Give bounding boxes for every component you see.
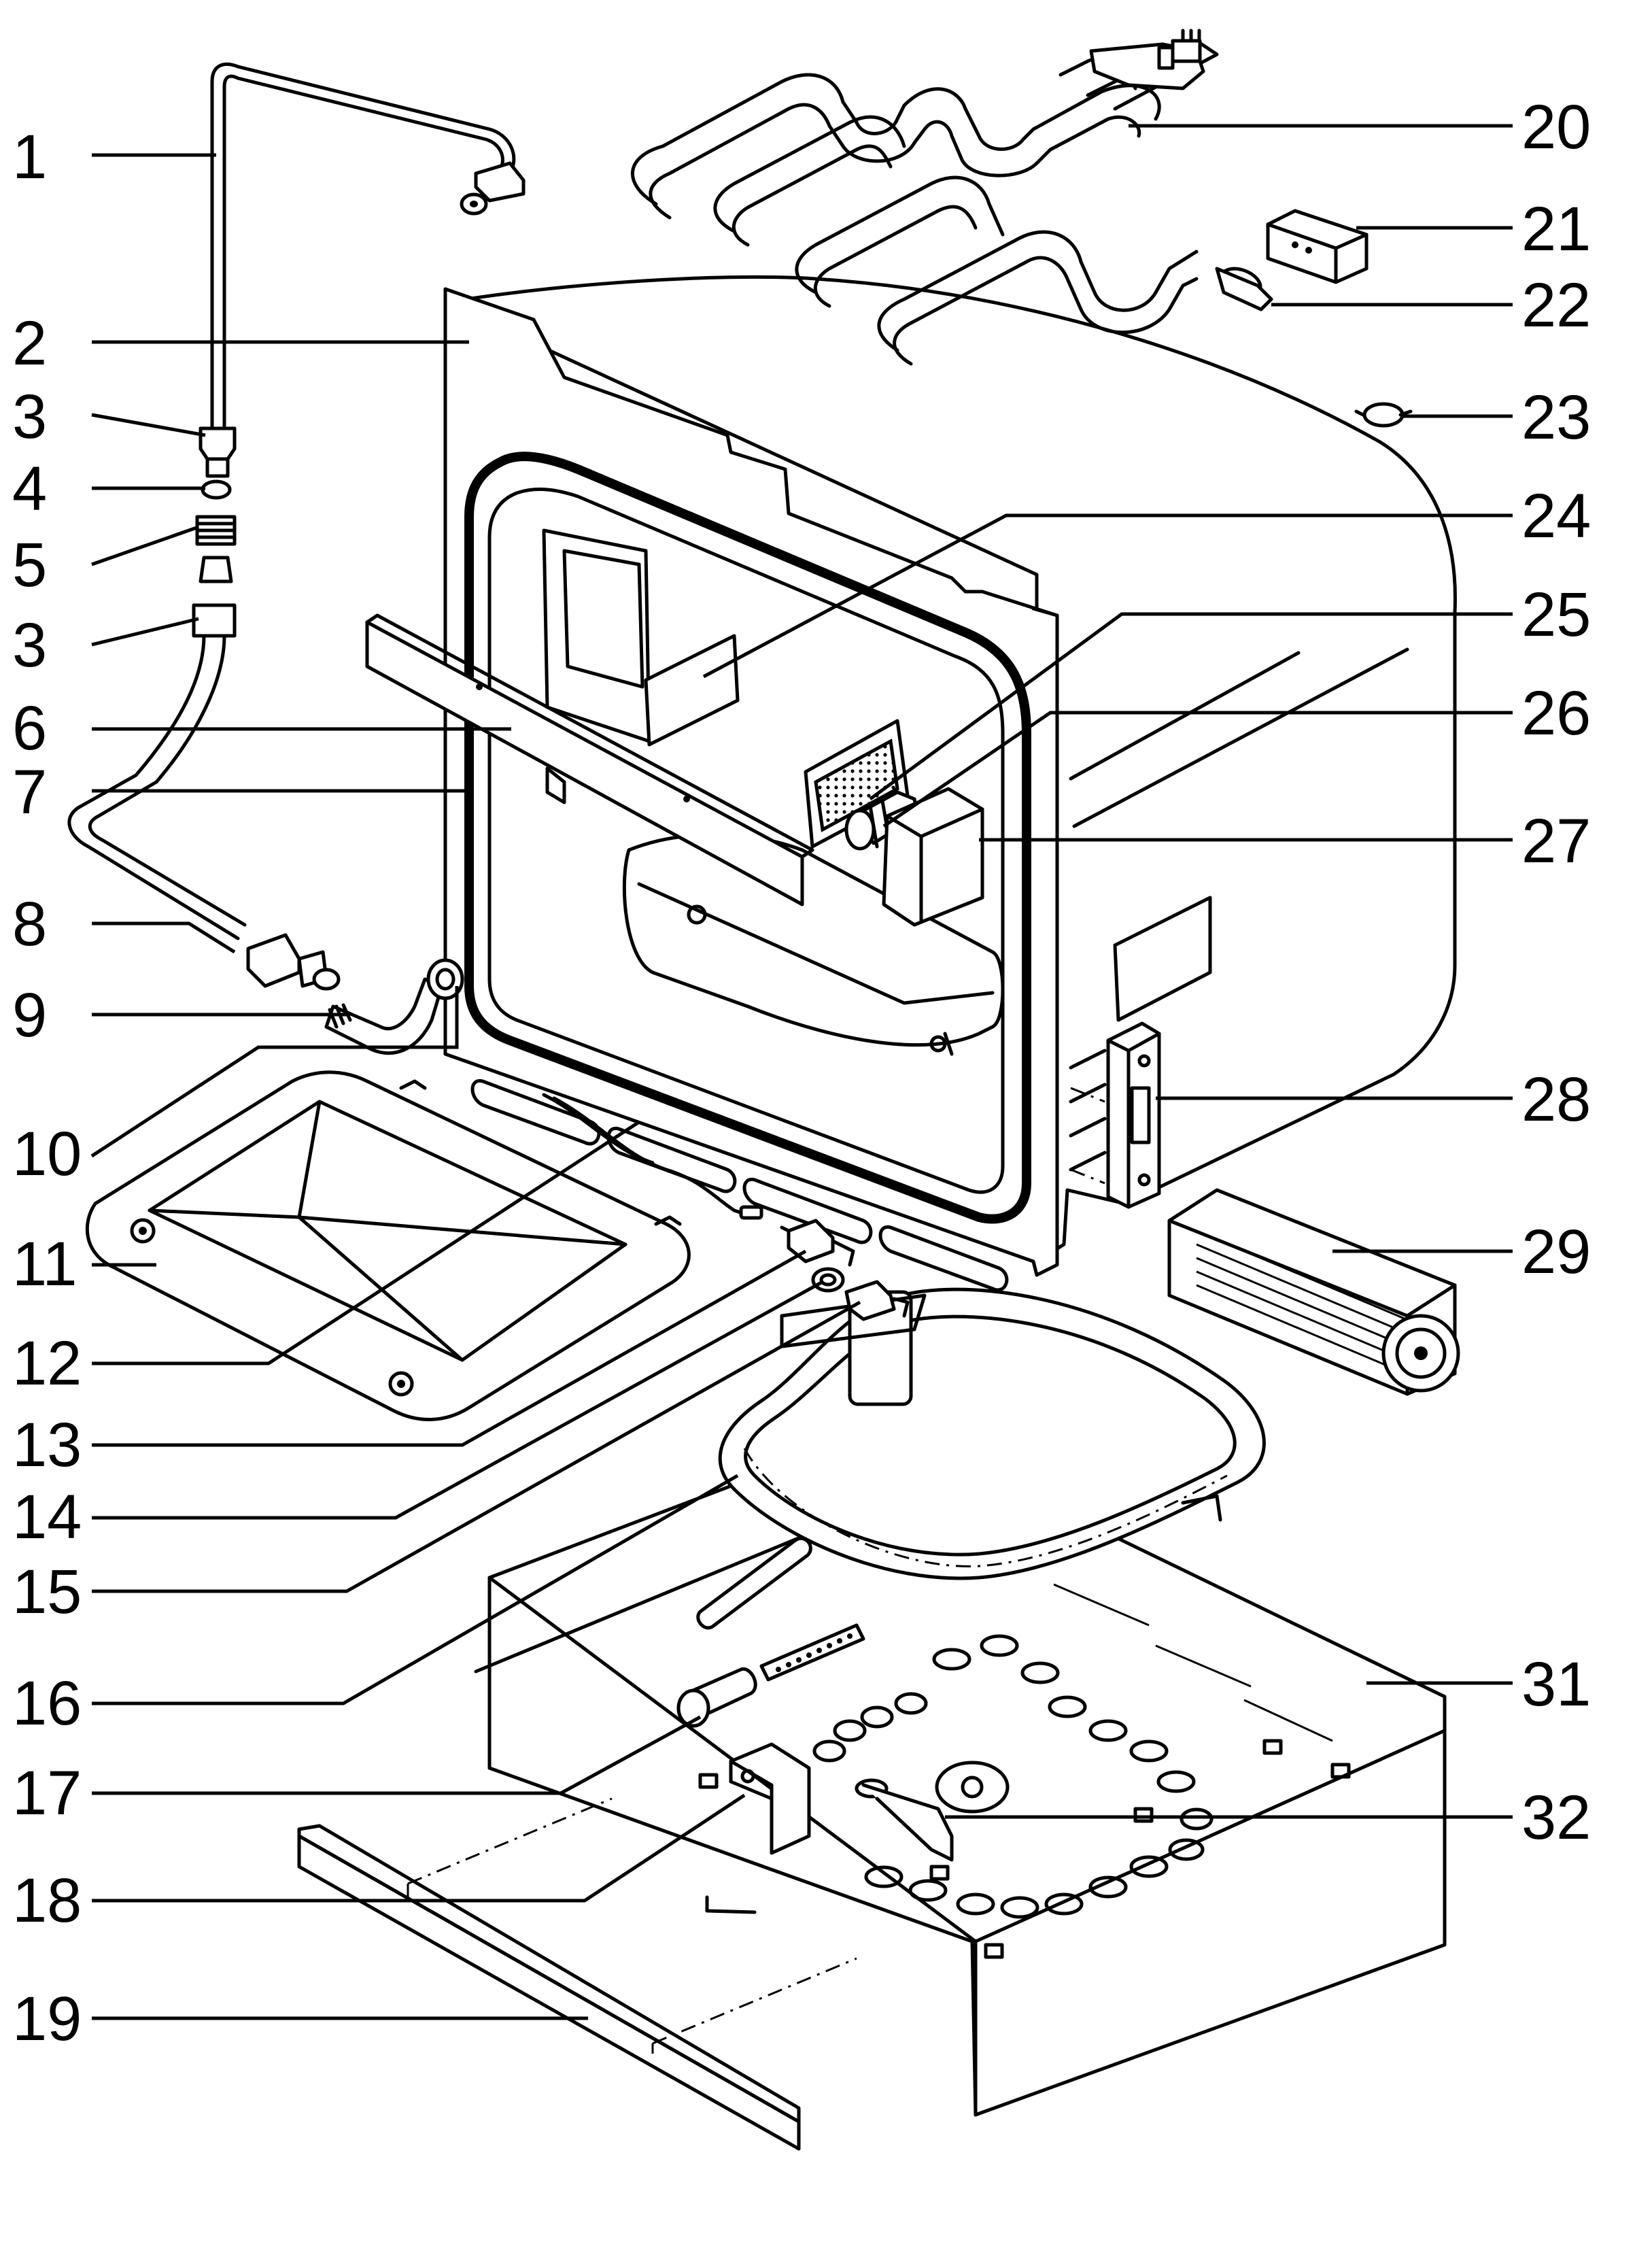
callout-3-upper: 3 bbox=[12, 382, 47, 452]
injector-part bbox=[855, 1778, 954, 1862]
callout-11: 11 bbox=[12, 1229, 78, 1299]
plate-part bbox=[644, 634, 740, 747]
callout-15: 15 bbox=[12, 1557, 82, 1627]
terminal-block-part bbox=[1266, 209, 1369, 284]
callout-20: 20 bbox=[1521, 92, 1591, 162]
callout-12: 12 bbox=[12, 1329, 82, 1398]
callout-3-lower: 3 bbox=[12, 611, 47, 680]
callout-31: 31 bbox=[1521, 1650, 1591, 1719]
thermocouple-part bbox=[780, 1219, 910, 1321]
callout-8: 8 bbox=[12, 889, 47, 959]
callout-4: 4 bbox=[12, 454, 47, 524]
callout-13: 13 bbox=[12, 1410, 82, 1480]
callout-25: 25 bbox=[1521, 580, 1591, 649]
callout-19: 19 bbox=[12, 1984, 82, 2054]
callout-24: 24 bbox=[1521, 481, 1591, 551]
bracket-part bbox=[729, 1742, 811, 1855]
callout-28: 28 bbox=[1521, 1065, 1591, 1134]
loop-burner-part bbox=[696, 1287, 1266, 1630]
pipe-connectors-part bbox=[246, 933, 464, 1055]
drip-tray-part bbox=[85, 1070, 691, 1421]
callout-numbers: 1 2 3 4 5 3 6 7 8 9 10 11 12 13 14 15 16… bbox=[12, 92, 1591, 2054]
callout-27: 27 bbox=[1521, 806, 1591, 876]
callout-9: 9 bbox=[12, 981, 47, 1050]
shelf-rail-part bbox=[365, 613, 814, 906]
callout-16: 16 bbox=[12, 1669, 82, 1738]
callout-23: 23 bbox=[1521, 383, 1591, 452]
callout-7: 7 bbox=[12, 758, 47, 827]
callout-17: 17 bbox=[12, 1759, 82, 1828]
callout-18: 18 bbox=[12, 1866, 82, 1935]
oven-cavity-part bbox=[443, 275, 1457, 1292]
callout-10: 10 bbox=[12, 1119, 82, 1189]
callout-26: 26 bbox=[1521, 679, 1591, 748]
callout-32: 32 bbox=[1521, 1783, 1591, 1852]
callout-1: 1 bbox=[12, 122, 47, 192]
thermostat-part bbox=[1354, 402, 1413, 428]
callout-14: 14 bbox=[12, 1482, 82, 1552]
grill-element-part bbox=[630, 29, 1219, 366]
callout-2: 2 bbox=[12, 309, 47, 378]
fan-bracket-part bbox=[1070, 1021, 1161, 1209]
callout-5: 5 bbox=[12, 530, 47, 600]
wire-part bbox=[542, 1093, 763, 1220]
plug-part bbox=[1215, 267, 1273, 311]
gas-pipe-part bbox=[210, 63, 526, 430]
callout-21: 21 bbox=[1521, 194, 1591, 264]
callout-29: 29 bbox=[1521, 1217, 1591, 1287]
lamp-assembly-part bbox=[804, 719, 984, 927]
fittings-part bbox=[67, 426, 247, 940]
leader-lines bbox=[90, 124, 1513, 2020]
rail-part bbox=[297, 1797, 857, 2151]
burner-tube-part bbox=[676, 1623, 865, 1728]
tangential-fan-part bbox=[1167, 1188, 1460, 1396]
callout-6: 6 bbox=[12, 694, 47, 763]
callout-22: 22 bbox=[1521, 271, 1591, 340]
